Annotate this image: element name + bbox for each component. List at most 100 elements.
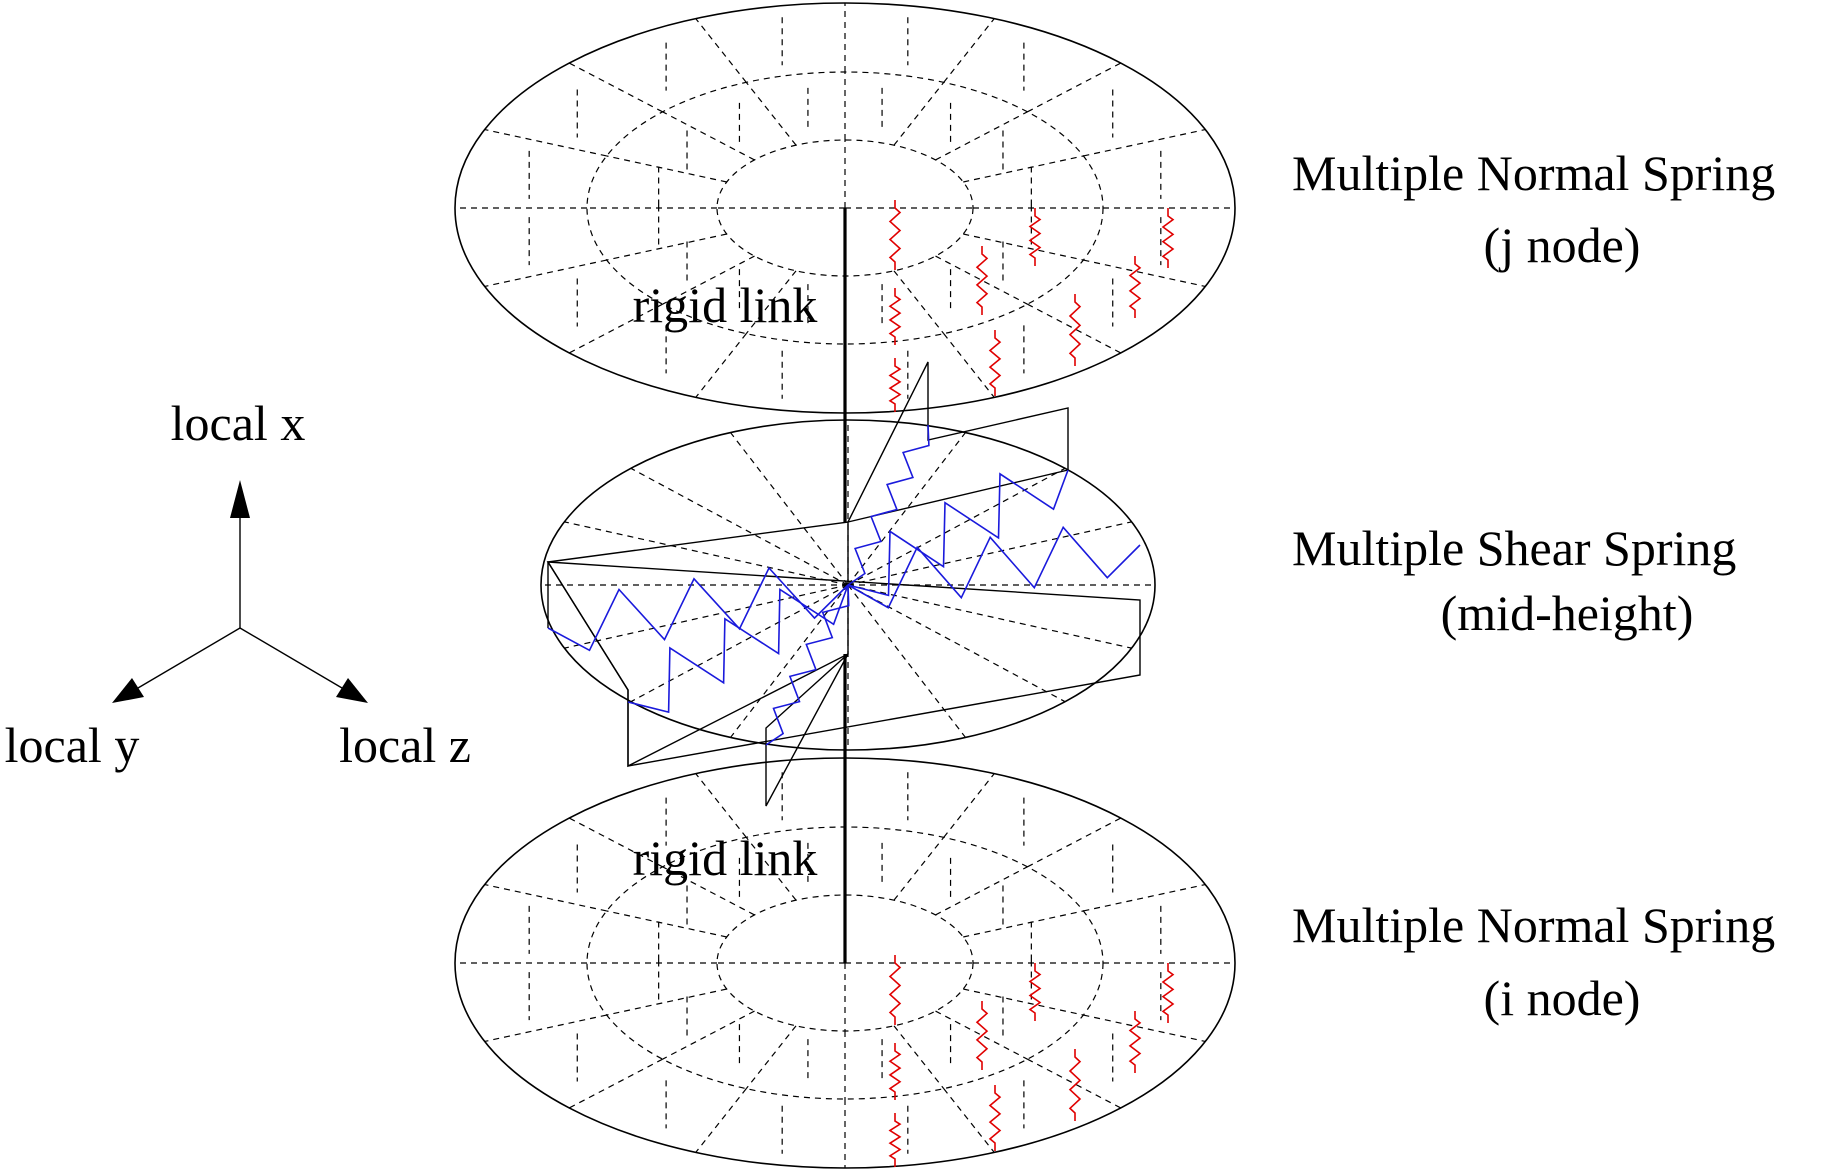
- axis-y-line: [137, 627, 241, 689]
- disk-grid-spoke: [963, 988, 1084, 1016]
- disk-grid-spoke: [935, 866, 1028, 916]
- mid-disk-ray: [847, 584, 966, 738]
- disk-grid-spoke: [935, 111, 1028, 161]
- disk-grid-spoke: [662, 111, 755, 161]
- disk-grid-spoke: [695, 773, 747, 838]
- disk-grid-spoke: [484, 128, 607, 157]
- normal-spring: [1028, 963, 1042, 1021]
- axis-z-line: [239, 627, 343, 689]
- disk-grid-spoke: [963, 910, 1084, 938]
- disk-grid-spoke: [1027, 62, 1122, 113]
- label-rigid-link-bottom: rigid link: [633, 830, 818, 886]
- disk-grid-spoke: [893, 270, 945, 335]
- normal-spring: [1161, 963, 1175, 1023]
- disk-grid-spoke: [745, 836, 797, 901]
- mid-disk-outline: [540, 419, 1156, 751]
- disk-grid-spoke: [606, 988, 727, 1016]
- normal-spring: [1068, 294, 1082, 366]
- disk-grid-spoke: [1083, 883, 1206, 912]
- disk-grid-spoke: [695, 18, 747, 83]
- mid-disk-ray: [630, 584, 849, 703]
- normal-spring: [1068, 1049, 1082, 1121]
- mid-disk-ray: [564, 521, 849, 586]
- disk-grid-spoke: [745, 270, 797, 335]
- mid-disk-ray: [630, 467, 849, 586]
- normal-spring: [888, 1113, 902, 1167]
- disk-grid-spoke: [893, 1025, 945, 1090]
- disk-grid-spoke: [606, 155, 727, 183]
- axis-x-arrowhead: [230, 480, 250, 518]
- disk-grid-spoke: [695, 333, 747, 398]
- shear-plane-diagonal-top: [847, 361, 1069, 523]
- mid-disk-ray: [730, 584, 849, 738]
- normal-spring: [1128, 1011, 1142, 1073]
- label-mid-spring-line1: Multiple Shear Spring: [1292, 520, 1736, 576]
- normal-spring: [1028, 208, 1042, 266]
- disk-grid-spoke: [1027, 817, 1122, 868]
- label-bottom-spring-line1: Multiple Normal Spring: [1292, 897, 1775, 953]
- label-bottom-spring-line2: (i node): [1484, 970, 1641, 1026]
- disk-grid-spoke: [943, 1088, 995, 1153]
- mid-disk-ray: [847, 584, 1132, 649]
- shear-spring-left-upper: [547, 566, 849, 652]
- local-axes-triad: [112, 480, 368, 703]
- disk-grid-spoke: [484, 883, 607, 912]
- normal-spring: [888, 955, 902, 1025]
- shear-spring-right-upper: [847, 469, 1069, 597]
- disk-grid-spoke: [893, 81, 945, 146]
- shear-spring-right-lower: [847, 525, 1141, 609]
- normal-spring: [888, 288, 902, 345]
- disk-grid-spoke: [568, 1058, 663, 1109]
- label-rigid-link-top: rigid link: [633, 277, 818, 333]
- disk-grid-spoke: [943, 18, 995, 83]
- top-normal-spring-disk: [454, 2, 1236, 414]
- disk-grid-spoke: [606, 910, 727, 938]
- shear-plane-diagonal-bottom: [765, 653, 849, 807]
- disk-grid-spoke: [484, 259, 607, 288]
- bottom-normal-springs: [888, 955, 1175, 1167]
- disk-grid-spoke: [745, 1025, 797, 1090]
- disk-grid-spoke: [943, 333, 995, 398]
- mid-shear-spring-disk: [540, 361, 1156, 807]
- disk-grid-spoke: [963, 233, 1084, 261]
- shear-plane-diagonal-left: [546, 521, 849, 768]
- normal-spring: [1128, 256, 1142, 318]
- axis-z-arrowhead: [336, 678, 368, 703]
- mid-disk-ray: [847, 467, 1066, 586]
- mid-disk-ray: [847, 521, 1132, 586]
- disk-grid-spoke: [568, 62, 663, 113]
- shear-spring-left-lower: [627, 584, 849, 714]
- label-local-x: local x: [171, 395, 306, 451]
- normal-spring: [988, 330, 1002, 396]
- top-normal-springs: [888, 200, 1175, 412]
- disk-grid-spoke: [1083, 128, 1206, 157]
- normal-spring: [975, 1001, 989, 1070]
- shear-spring-diag-upper: [847, 424, 930, 586]
- disk-grid-spoke: [943, 773, 995, 838]
- normal-spring: [975, 246, 989, 315]
- normal-spring: [1161, 208, 1175, 268]
- mid-disk-ray: [847, 584, 1066, 703]
- normal-spring: [888, 358, 902, 412]
- mid-disk-radial-lines: [541, 420, 1155, 750]
- disk-grid-spoke: [963, 155, 1084, 183]
- disk-grid-spoke: [484, 1014, 607, 1043]
- disk-grid-spoke: [893, 836, 945, 901]
- label-top-spring-line1: Multiple Normal Spring: [1292, 145, 1775, 201]
- disk-grid-spoke: [1083, 1014, 1206, 1043]
- mid-disk-ray: [564, 584, 849, 649]
- label-local-z: local z: [339, 717, 471, 773]
- disk-grid-spoke: [1083, 259, 1206, 288]
- normal-spring: [888, 1043, 902, 1100]
- label-top-spring-line2: (j node): [1484, 217, 1641, 273]
- mid-disk-ray: [730, 432, 849, 586]
- axis-y-arrowhead: [112, 678, 144, 703]
- disk-grid-spoke: [662, 1010, 755, 1060]
- normal-spring: [888, 200, 902, 270]
- disk-grid-spoke: [745, 81, 797, 146]
- disk-grid-spoke: [695, 1088, 747, 1153]
- shear-spring-diag-lower: [765, 584, 850, 746]
- disk-grid-spoke: [606, 233, 727, 261]
- top-disk-grid: [455, 3, 1235, 413]
